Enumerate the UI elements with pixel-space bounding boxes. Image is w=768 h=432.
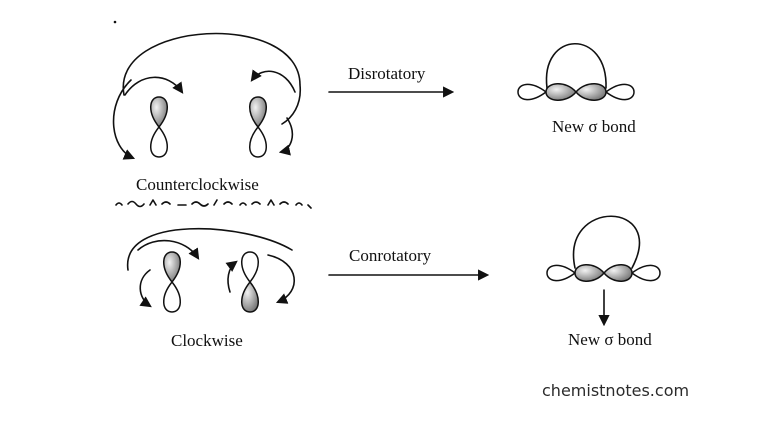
bottom-left-lower-rotation-arrow — [139, 269, 152, 308]
top-left-p-orbital — [150, 96, 168, 158]
top-right-p-orbital — [249, 96, 267, 158]
top-product-loop — [545, 42, 607, 89]
top-left-upper-rotation-arrow — [124, 76, 184, 96]
top-right-lower-rotation-arrow — [278, 117, 294, 156]
top-left-lower-rotation-arrow — [112, 79, 136, 160]
bottom-product-sigma-bond — [546, 215, 661, 327]
clipped-text-fragment — [112, 198, 316, 209]
bottom-right-left-rotation-arrow — [225, 260, 238, 293]
top-reactant — [112, 32, 302, 160]
bottom-enclosing-arc — [127, 227, 293, 271]
top-product-sigma-bond — [517, 42, 635, 101]
bottom-reactant — [127, 227, 295, 313]
bottom-product-label: New σ bond — [568, 330, 652, 349]
bottom-right-p-orbital — [241, 251, 259, 313]
top-enclosing-arc — [122, 32, 302, 125]
top-rotation-label: Counterclockwise — [136, 175, 259, 194]
top-right-upper-rotation-arrow — [250, 69, 296, 93]
bottom-rotation-label: Clockwise — [171, 331, 243, 350]
site-watermark: chemistnotes.com — [542, 381, 689, 400]
bottom-left-p-orbital — [163, 251, 181, 313]
stray-dot — [113, 20, 117, 24]
top-product-label: New σ bond — [552, 117, 636, 136]
bottom-right-right-rotation-arrow — [267, 254, 295, 304]
conrotatory-label: Conrotatory — [349, 246, 432, 265]
bottom-left-upper-rotation-arrow — [137, 239, 200, 260]
disrotatory-label: Disrotatory — [348, 64, 426, 83]
bottom-product-loop — [572, 215, 640, 269]
